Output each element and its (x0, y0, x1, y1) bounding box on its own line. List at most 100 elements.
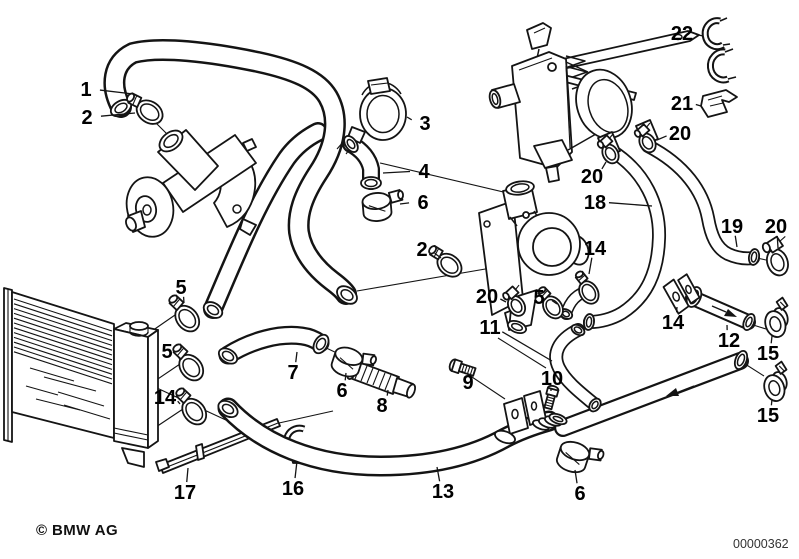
callout-17: 17 (174, 482, 196, 504)
worm-drive-clamp (175, 387, 208, 426)
hose-end-ring (336, 285, 358, 305)
hose-end-ring (506, 319, 528, 335)
callout-leader (436, 466, 441, 482)
callout-leader (656, 135, 667, 141)
worm-drive-clamp (172, 343, 205, 382)
spring-clamp (764, 296, 789, 338)
flow-arrow-left-head (666, 388, 679, 396)
hose-end-ring (360, 176, 382, 190)
flow-arrow-right-head (724, 309, 737, 317)
hose-end-ring (343, 135, 359, 153)
hose-end-ring (488, 89, 502, 109)
callout-20: 20 (765, 216, 787, 238)
flow-arrow-left (675, 385, 695, 394)
callout-leader (99, 89, 134, 95)
callout-19: 19 (721, 216, 743, 238)
wing-screw-clamp (633, 122, 657, 154)
worm-drive-clamp (168, 294, 201, 333)
callout-12: 12 (718, 330, 740, 352)
callout-leader (770, 398, 773, 406)
wing-screw-clamp (596, 133, 620, 165)
callout-leader (399, 202, 410, 205)
worm-drive-clamp (574, 270, 600, 305)
callout-leader (434, 252, 442, 259)
hose-end-ring (548, 412, 568, 426)
hose-end-ring (733, 350, 749, 370)
water-pump (125, 129, 257, 238)
callout-14: 14 (662, 312, 685, 334)
callout-leader (601, 161, 607, 170)
callout-22: 22 (671, 23, 693, 45)
callout-2: 2 (81, 107, 92, 129)
callout-5: 5 (533, 287, 544, 309)
callout-leader (177, 356, 181, 361)
callout-leader (770, 335, 773, 344)
hose-end-ring (312, 333, 330, 355)
callout-leader (695, 103, 702, 107)
callout-20: 20 (669, 123, 691, 145)
retaining-clips (700, 17, 738, 118)
band-clamp-3 (336, 77, 407, 155)
wing-screw-clamp (761, 235, 789, 277)
callout-3: 3 (419, 113, 430, 135)
callout-14: 14 (584, 238, 607, 260)
callout-5: 5 (175, 277, 186, 299)
callout-leader (100, 112, 136, 117)
band-clamp (330, 346, 377, 378)
callout-13: 13 (432, 481, 454, 503)
callout-leader (608, 202, 653, 207)
radiator-fins (13, 298, 113, 385)
radiator-tank (113, 328, 149, 449)
callout-leader (501, 331, 553, 362)
callout-20: 20 (581, 166, 603, 188)
callout-2: 2 (416, 239, 427, 261)
hose-end-ring (742, 313, 756, 331)
callout-5: 5 (161, 341, 172, 363)
wing-screw-clamp (502, 284, 527, 317)
callout-16: 16 (282, 478, 304, 500)
callout-leader (382, 170, 411, 174)
callout-leader (177, 400, 181, 405)
screw-fastener (448, 358, 477, 377)
radiator (3, 287, 159, 468)
callout-4: 4 (418, 161, 430, 183)
p-clamp (662, 273, 701, 315)
worm-drive-clamp (126, 92, 164, 125)
callout-leader (776, 235, 779, 249)
pipe-bracket (503, 397, 529, 435)
hose-end-ring (405, 383, 417, 399)
callout-6: 6 (574, 483, 585, 505)
callout-9: 9 (462, 372, 473, 394)
callout-8: 8 (376, 395, 387, 417)
hose-end-ring (588, 397, 602, 413)
callout-leader (294, 460, 298, 479)
screw-fastener (543, 384, 560, 411)
callout-leader (344, 372, 347, 381)
callout-6: 6 (336, 380, 347, 402)
callout-leader (574, 469, 578, 484)
callout-6: 6 (417, 192, 428, 214)
callout-1: 1 (80, 79, 91, 101)
callout-leader (461, 370, 464, 374)
clamps-and-fasteners (126, 92, 789, 474)
callout-20: 20 (476, 286, 498, 308)
document-number: 00000362 (733, 537, 789, 551)
callout-15: 15 (757, 343, 779, 365)
callout-21: 21 (671, 93, 693, 115)
callout-leader (734, 235, 738, 248)
callout-leader (695, 33, 704, 37)
band-clamp (361, 189, 404, 222)
filler-cap (129, 321, 149, 331)
hose-end-ring (583, 313, 595, 331)
callout-leader (386, 389, 389, 396)
callout-14: 14 (154, 387, 177, 409)
hose-end-ring (217, 399, 239, 419)
hose-end-ring (158, 129, 184, 153)
hose-end-ring (747, 248, 761, 266)
spring-clamp (763, 360, 788, 402)
worm-drive-clamp (537, 286, 564, 320)
callout-18: 18 (584, 192, 606, 214)
hose-end-ring (494, 429, 516, 445)
